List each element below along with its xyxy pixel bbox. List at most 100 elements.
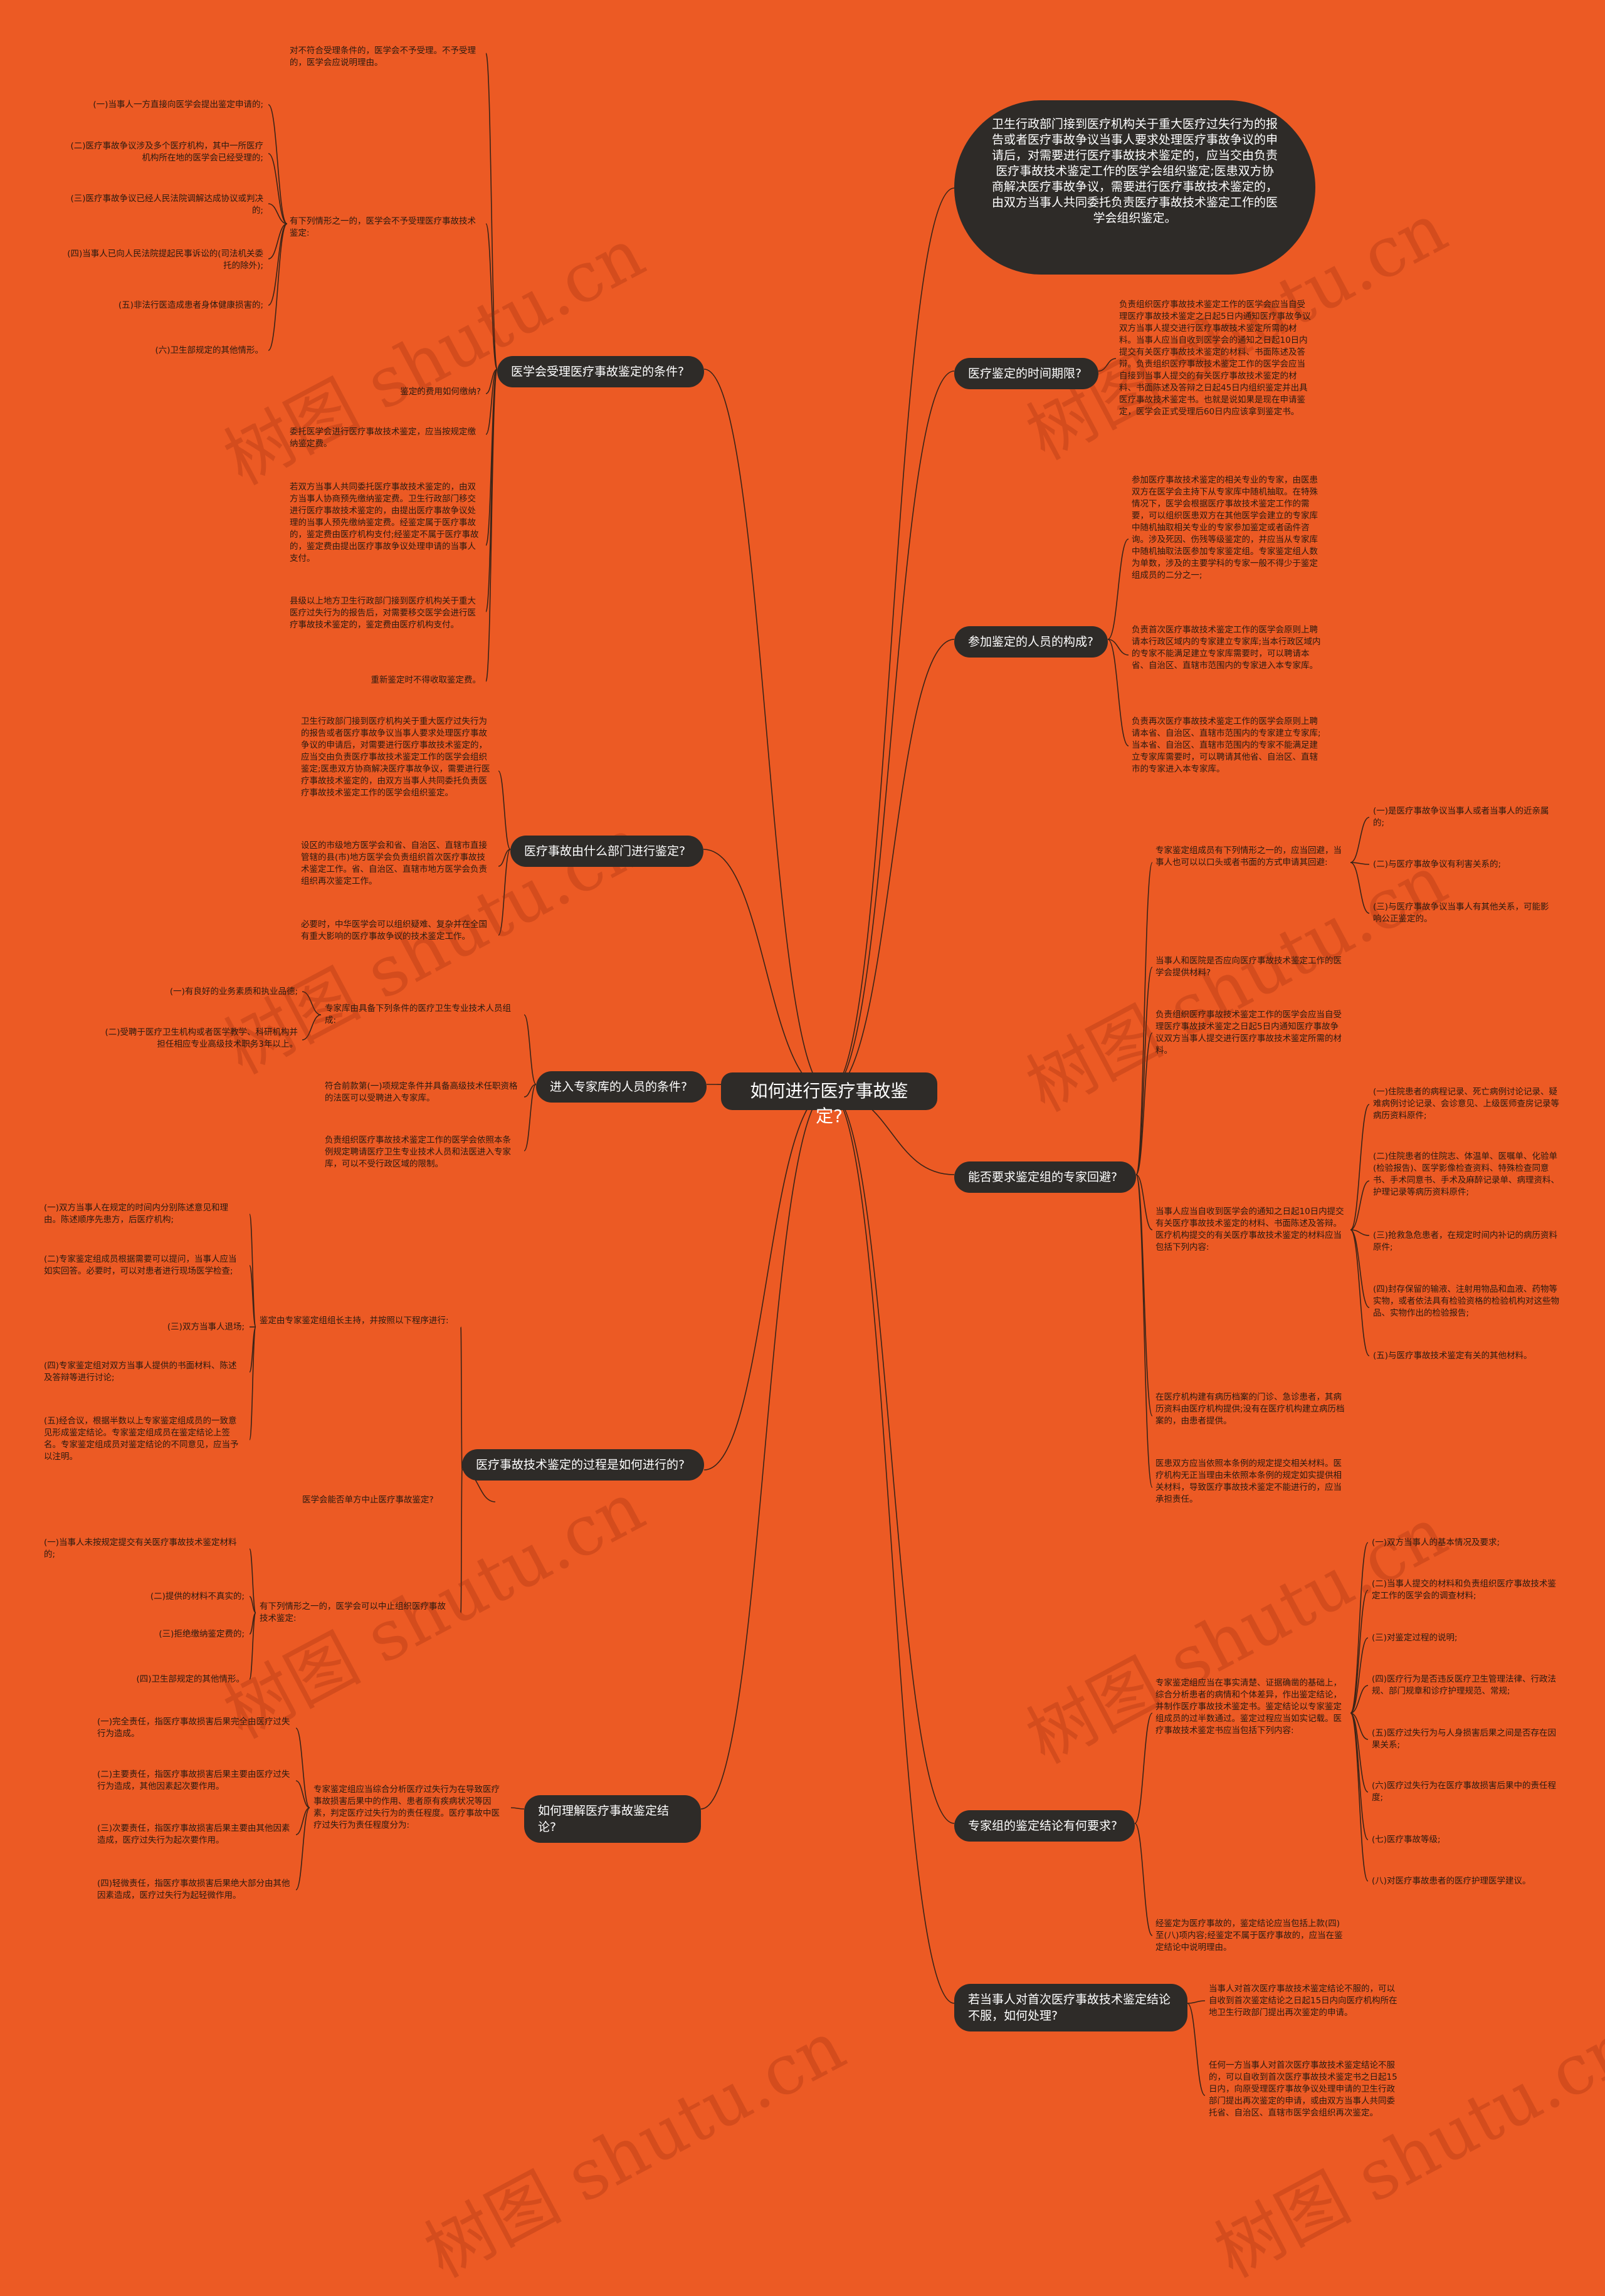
fee-question: 鉴定的费用如何缴纳? — [400, 387, 481, 397]
conditions-item: (五)非法行医造成患者身体健康损害的; — [118, 300, 263, 310]
stop-item: (一)当事人未按规定提交有关医疗事故技术鉴定材料的; — [44, 1538, 237, 1559]
department-item: 设区的市级地方医学会和省、自治区、直辖市直接管辖的县(市)地方医学会负责组织首次… — [301, 841, 487, 886]
materials-head: 当事人应当自收到医学会的通知之日起10日内提交有关医疗事故技术鉴定的材料、书面陈… — [1155, 1207, 1344, 1252]
topic-report-requirements[interactable]: 专家组的鉴定结论有何要求? — [954, 1810, 1135, 1842]
root-topic[interactable]: 如何进行医疗事故鉴定? — [721, 1072, 937, 1126]
process-step: (二)专家鉴定组成员根据需要可以提问，当事人应当如实回答。必要时，可以对患者进行… — [44, 1254, 237, 1276]
connector — [828, 370, 955, 1092]
process-step: (五)经合议，根据半数以上专家鉴定组成员的一致意见形成鉴定结论。专家鉴定组成员在… — [44, 1416, 239, 1462]
connector — [268, 153, 288, 224]
connector — [1350, 817, 1370, 863]
connector — [1107, 639, 1129, 656]
connector — [268, 223, 288, 351]
topic-re-appraisal[interactable]: 若当事人对首次医疗事故技术鉴定结论不服，如何处理? — [954, 1984, 1187, 2031]
report-tail: 经鉴定为医疗事故的，鉴定结论应当包括上款(四)至(八)项内容;经鉴定不属于医疗事… — [1155, 1919, 1343, 1953]
topic-members[interactable]: 参加鉴定的人员的构成? — [954, 626, 1108, 658]
connector — [1350, 1712, 1369, 1882]
connector — [524, 1084, 537, 1098]
connector — [1187, 2003, 1206, 2096]
summary-callout[interactable]: 卫生行政部门接到医疗机构关于重大医疗过失行为的报告或者医疗事故争议当事人要求处理… — [954, 100, 1315, 275]
connector — [1107, 639, 1129, 747]
connector — [524, 1014, 537, 1085]
conditions-list-head: 有下列情形之一的，医学会不予受理医疗事故技术鉴定: — [290, 216, 476, 238]
connector — [1350, 1590, 1369, 1714]
report-item: (六)医疗过失行为在医疗事故损害后果中的责任程度; — [1372, 1781, 1557, 1803]
materials-question: 当事人和医院是否应向医疗事故技术鉴定工作的医学会提供材料? — [1155, 956, 1342, 978]
expert-sub: (二)受聘于医疗卫生机构或者医学教学、科研机构并担任相应专业高级技术职务3年以上… — [105, 1027, 298, 1049]
connector — [268, 203, 288, 224]
department-item: 必要时，中华医学会可以组织疑难、复杂并在全国有重大影响的医疗事故争议的技术鉴定工… — [301, 920, 487, 941]
connector — [1350, 1542, 1369, 1714]
topic-process[interactable]: 医疗事故技术鉴定的过程是如何进行的? — [462, 1449, 704, 1481]
report-item: (二)当事人提交的材料和负责组织医疗事故技术鉴定工作的医学会的调查材料; — [1372, 1579, 1557, 1601]
conditions-intro: 对不符合受理条件的，医学会不予受理。不予受理的，医学会应说明理由。 — [290, 46, 476, 68]
connector — [703, 1091, 829, 1470]
connector — [302, 1014, 322, 1041]
topic-conclusion[interactable]: 如何理解医疗事故鉴定结论? — [524, 1795, 701, 1843]
recusal-head: 专家鉴定组成员有下列情形之一的，应当回避，当事人也可以以口头或者书面的方式申请其… — [1155, 846, 1342, 868]
conclusion-item: (四)轻微责任，指医疗事故损害后果绝大部分由其他因素造成，医疗过失行为起轻微作用… — [97, 1879, 290, 1900]
connector — [703, 849, 829, 1092]
connector — [1135, 1032, 1153, 1175]
connector — [268, 104, 288, 224]
connector — [498, 770, 511, 850]
recusal-sub: (三)与医疗事故争议当事人有其他关系，可能影响公正鉴定的。 — [1373, 902, 1549, 924]
connector — [1350, 1180, 1370, 1230]
connector — [1350, 1637, 1369, 1714]
topic-department[interactable]: 医疗事故由什么部门进行鉴定? — [510, 836, 703, 867]
connector — [1135, 1174, 1153, 1488]
process-step: (四)专家鉴定组对双方当事人提供的书面材料、陈述及答辩等进行讨论; — [44, 1361, 237, 1383]
report-head: 专家鉴定组应当在事实清楚、证据确凿的基础上，综合分析患者的病情和个体差异，作出鉴… — [1155, 1678, 1342, 1736]
topic-accept-conditions[interactable]: 医学会受理医疗事故鉴定的条件? — [497, 356, 704, 387]
connector — [1098, 358, 1117, 372]
connector — [1107, 538, 1129, 640]
connector — [268, 223, 288, 259]
stop-item: (二)提供的材料不真实的; — [150, 1591, 245, 1601]
conditions-item: (六)卫生部规定的其他情形。 — [155, 345, 263, 355]
re-appraisal-item: 任何一方当事人对首次医疗事故技术鉴定结论不服的，可以自收到首次医疗事故技术鉴定书… — [1209, 2060, 1397, 2118]
materials-sub: (二)住院患者的住院志、体温单、医嘱单、化验单(检验报告)、医学影像检查资料、特… — [1373, 1151, 1559, 1197]
department-item: 卫生行政部门接到医疗机构关于重大医疗过失行为的报告或者医疗事故争议当事人要求处理… — [301, 716, 490, 798]
connector — [700, 1091, 829, 1810]
report-item: (七)医疗事故等级; — [1372, 1835, 1441, 1845]
conditions-item: (一)当事人一方直接向医学会提出鉴定申请的; — [93, 100, 263, 110]
connector — [249, 1265, 256, 1328]
recusal-sub: (一)是医疗事故争议当事人或者当事人的近亲属的; — [1373, 806, 1549, 828]
connector — [1135, 1174, 1153, 1417]
process-step: (三)双方当事人退场; — [167, 1322, 245, 1332]
topic-recusal[interactable]: 能否要求鉴定组的专家回避? — [954, 1161, 1136, 1193]
fee-text: 重新鉴定时不得收取鉴定费。 — [371, 675, 482, 685]
connector — [249, 1596, 256, 1613]
report-item: (八)对医疗事故患者的医疗护理医学建议。 — [1372, 1876, 1531, 1886]
connector — [510, 1807, 525, 1810]
connector — [1350, 1229, 1370, 1236]
materials-sub: (一)住院患者的病程记录、死亡病例讨论记录、疑难病例讨论记录、会诊意见、上级医师… — [1373, 1087, 1559, 1121]
connector — [1350, 1712, 1369, 1840]
conditions-item: (三)医疗事故争议已经人民法院调解达成协议或判决的; — [70, 194, 263, 216]
conditions-item: (四)当事人已向人民法院提起民事诉讼的(司法机关委托的除外); — [67, 249, 263, 271]
connector — [485, 369, 498, 682]
report-item: (一)双方当事人的基本情况及要求; — [1372, 1538, 1500, 1548]
topic-expert-pool[interactable]: 进入专家库的人员的条件? — [536, 1071, 707, 1103]
conclusion-head: 专家鉴定组应当综合分析医疗过失行为在导致医疗事故损害后果中的作用、患者原有疾病状… — [313, 1785, 500, 1830]
connector — [828, 1091, 955, 2004]
topic-time-limit[interactable]: 医疗鉴定的时间期限? — [954, 358, 1098, 389]
members-item: 负责首次医疗事故技术鉴定工作的医学会原则上聘请本行政区域内的专家建立专家库;当本… — [1132, 625, 1321, 671]
conclusion-item: (三)次要责任，指医疗事故损害后果主要由其他因素造成，医疗过失行为起次要作用。 — [97, 1823, 290, 1845]
connector — [828, 187, 955, 1092]
materials-sub: (四)封存保留的输液、注射用物品和血液、药物等实物，或者依法具有检验资格的检验机… — [1373, 1284, 1559, 1318]
connector — [485, 369, 498, 435]
expert-head: 专家库由具备下列条件的医疗卫生专业技术人员组成: — [325, 1004, 511, 1025]
stop-head: 有下列情形之一的，医学会可以中止组织医疗事故技术鉴定: — [260, 1601, 446, 1623]
connector — [1350, 862, 1370, 914]
connector — [498, 849, 511, 867]
materials-text: 医患双方应当依照本条例的规定提交相关材料。医疗机构无正当理由未依照本条例的规定如… — [1155, 1459, 1342, 1504]
connector — [249, 1548, 256, 1613]
connector — [828, 1091, 955, 1824]
connector — [1135, 1174, 1153, 1230]
connector — [460, 1326, 463, 1470]
stop-item: (四)卫生部规定的其他情形。 — [136, 1674, 245, 1684]
materials-text: 在医疗机构建有病历档案的门诊、急诊患者，其病历资料由医疗机构提供;没有在医疗机构… — [1155, 1392, 1345, 1426]
process-step: (一)双方当事人在规定的时间内分别陈述意见和理由。陈述顺序先患方，后医疗机构; — [44, 1203, 229, 1225]
conditions-item: (二)医疗事故争议涉及多个医疗机构，其中一所医疗机构所在地的医学会已经受理的; — [70, 141, 263, 163]
